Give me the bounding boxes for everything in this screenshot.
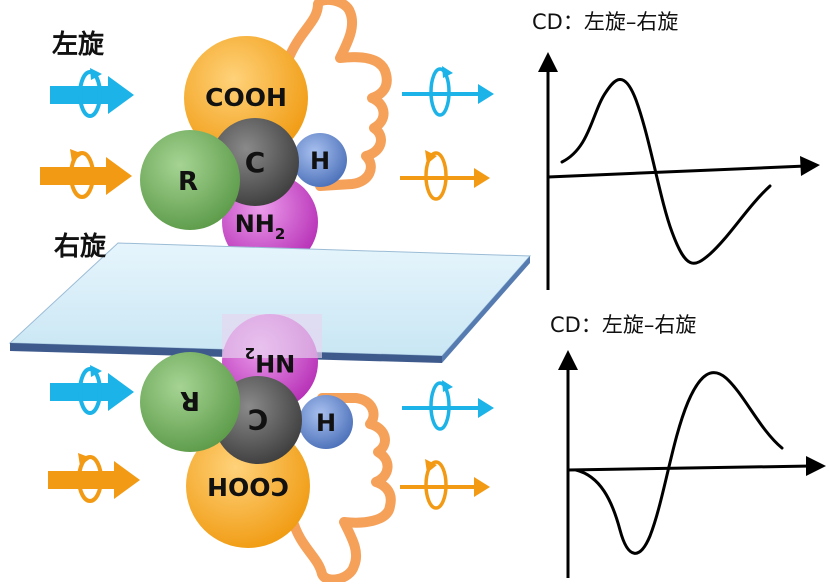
r-group-label: R: [178, 167, 198, 197]
hydrogen-atom: [293, 133, 347, 187]
cd-bottom-x-axis: [567, 464, 813, 472]
cd-bottom-y-arrowhead: [558, 350, 578, 370]
left-rotation-label: 左旋: [52, 30, 105, 60]
outgoing-orange-polarized-arrow-mirror-icon: [398, 457, 492, 510]
cd-top-y-arrowhead: [538, 52, 558, 72]
amine-label-mirror: NH2: [245, 344, 296, 377]
r-group-label-mirror: R: [180, 385, 200, 415]
right-rotation-label: 右旋: [54, 232, 107, 262]
hydrogen-label: H: [310, 147, 330, 175]
outgoing-blue-polarized-arrow-icon: [400, 64, 496, 117]
incoming-blue-polarized-arrow-mirror-icon: [48, 363, 136, 415]
cd-bottom-curve: [574, 371, 784, 555]
molecule-mirror: NH2 COOH C R H: [140, 314, 396, 585]
outgoing-orange-polarized-arrow-icon: [398, 148, 492, 201]
hydrogen-label-mirror: H: [316, 409, 336, 437]
amine-label: NH2: [235, 210, 286, 243]
cd-spectrum-top: [538, 52, 820, 290]
cd-top-x-axis: [547, 164, 807, 179]
cooh-label-mirror: COOH: [207, 472, 289, 501]
r-group-atom-mirror: [140, 352, 240, 452]
molecule-top: COOH C R H NH2: [140, 36, 347, 270]
cd-top-x-arrowhead: [800, 156, 820, 176]
thumb-up-hand-icon: [283, 0, 392, 191]
hydrogen-atom-mirror: [299, 395, 353, 449]
thumb-down-hand-icon: [287, 393, 396, 585]
r-group-atom: [140, 130, 240, 230]
cd-top-label: CD：左旋–右旋: [532, 10, 679, 34]
carbon-label: C: [245, 146, 266, 179]
cd-bottom-label: CD：左旋–右旋: [550, 313, 697, 337]
incoming-orange-polarized-arrow-icon: [38, 147, 134, 199]
cooh-label: COOH: [205, 83, 287, 112]
cd-bottom-x-arrowhead: [806, 456, 826, 476]
mirror-side-edge: [442, 256, 530, 363]
incoming-orange-polarized-arrow-mirror-icon: [46, 451, 142, 503]
outgoing-blue-polarized-arrow-mirror-icon: [400, 378, 496, 431]
carbon-label-mirror: C: [248, 403, 269, 436]
cd-spectrum-bottom: [558, 350, 826, 578]
incoming-blue-polarized-arrow-icon: [48, 66, 136, 118]
cd-top-curve: [560, 78, 772, 265]
